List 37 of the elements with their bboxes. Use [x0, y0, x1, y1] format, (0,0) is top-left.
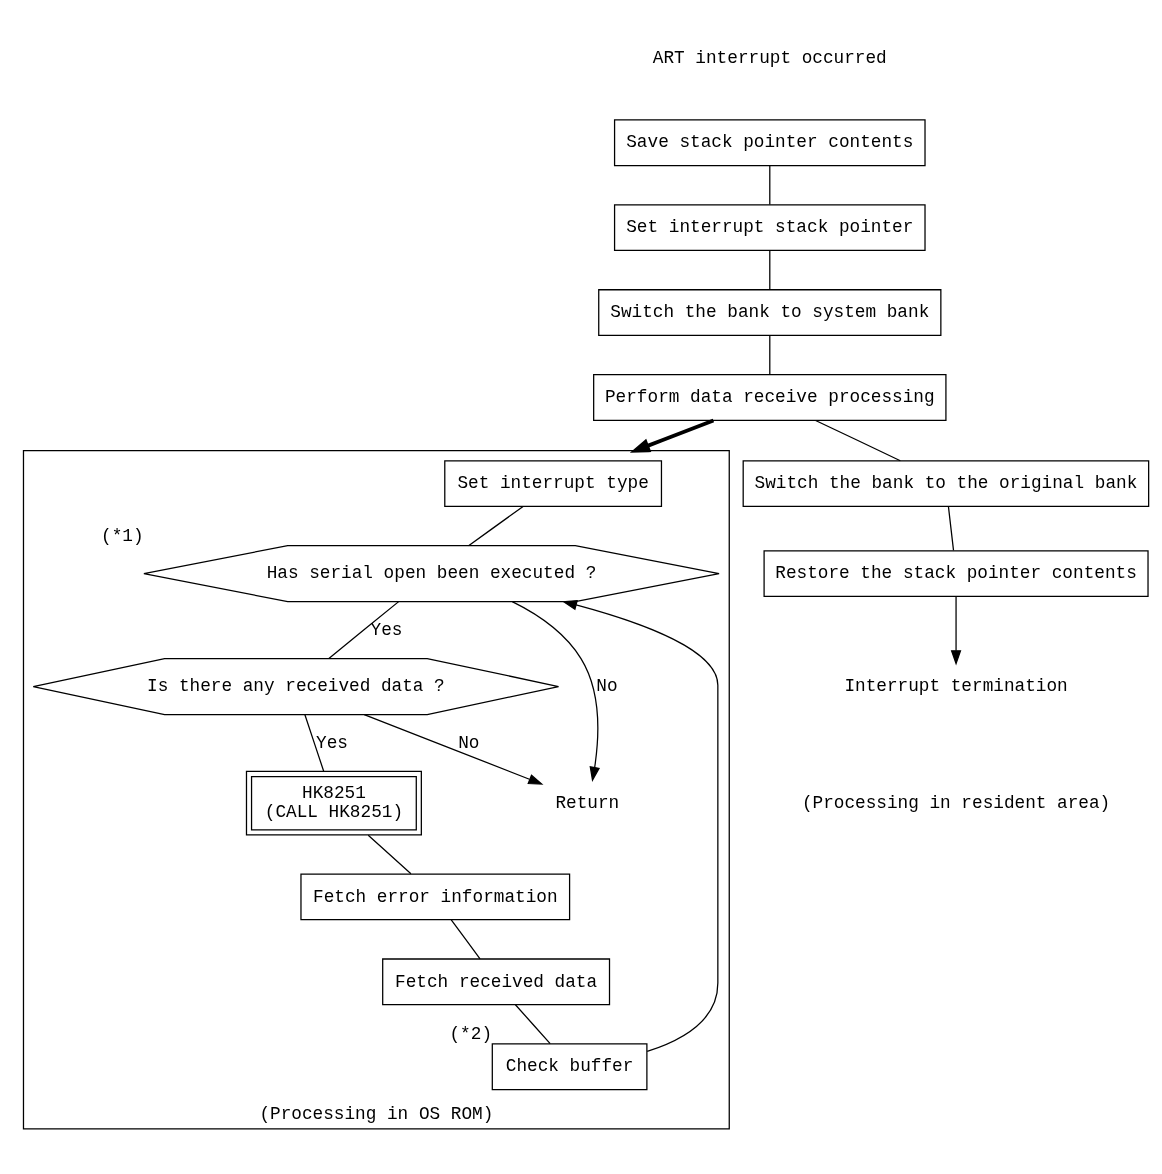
- arrow: [629, 418, 715, 453]
- node-box: Check buffer: [491, 1043, 648, 1091]
- connector: [467, 505, 524, 547]
- label: (Processing in resident area): [801, 792, 1111, 813]
- connector: [947, 505, 955, 551]
- node-box: Restore the stack pointer contents: [763, 550, 1149, 598]
- edge-label: No: [596, 676, 618, 697]
- node-box: Save stack pointer contents: [613, 119, 926, 167]
- arrow: [561, 599, 719, 1053]
- node-box: Set interrupt type: [444, 460, 663, 508]
- connector: [367, 834, 412, 875]
- node-text: Return: [555, 792, 620, 813]
- node-box: Switch the bank to system bank: [598, 289, 942, 336]
- connector: [450, 919, 481, 960]
- node-box: Perform data receive processing: [593, 374, 947, 421]
- edge-label: Yes: [370, 619, 403, 640]
- connector: [304, 714, 325, 773]
- node-box: Set interrupt stack pointer: [613, 204, 926, 252]
- node-box: Fetch error information: [300, 873, 571, 921]
- node-box: Fetch received data: [382, 958, 611, 1006]
- edge-label: No: [458, 732, 480, 753]
- label: ART interrupt occurred: [652, 47, 887, 68]
- connector: [814, 419, 901, 462]
- node-text: Interrupt termination: [844, 676, 1068, 697]
- connector: [769, 165, 771, 206]
- node-label: (*2): [449, 1024, 493, 1045]
- arrow: [363, 713, 544, 785]
- connector: [769, 334, 771, 376]
- connector: [328, 601, 400, 660]
- node-box: Switch the bank to the original bank: [742, 460, 1150, 508]
- arrow: [950, 596, 962, 666]
- connector: [769, 249, 771, 291]
- node-box: HK8251 (CALL HK8251): [245, 770, 422, 836]
- node-label: (*1): [101, 525, 144, 546]
- edge-label: Yes: [316, 732, 348, 753]
- connector: [514, 1004, 551, 1045]
- arrow: [511, 601, 600, 782]
